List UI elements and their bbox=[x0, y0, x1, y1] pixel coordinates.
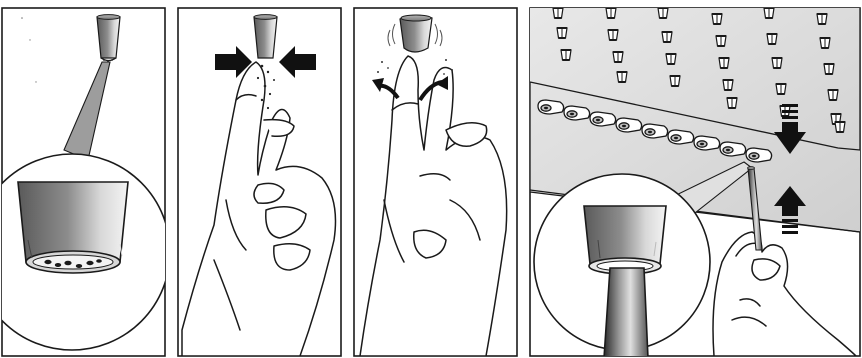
nozzle-small bbox=[254, 15, 277, 58]
nozzle-small bbox=[97, 15, 120, 62]
cleaning-pin bbox=[604, 268, 648, 358]
nozzle-small bbox=[400, 15, 432, 52]
panel-2 bbox=[178, 8, 341, 356]
panel-1 bbox=[0, 8, 170, 356]
panel-3 bbox=[354, 8, 517, 356]
